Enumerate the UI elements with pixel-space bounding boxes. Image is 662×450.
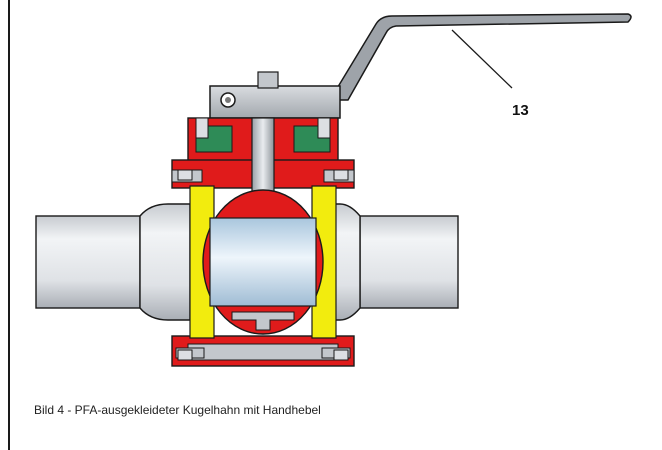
frame-left-border	[8, 0, 10, 450]
stem	[251, 117, 275, 195]
callout-label: 13	[512, 102, 529, 119]
hand-lever	[209, 13, 632, 119]
callout-leader-line	[451, 29, 513, 89]
pipe-left	[35, 203, 191, 321]
pipe-right	[329, 203, 459, 321]
valve-body-lower	[171, 335, 355, 367]
figure-caption: Bild 4 - PFA-ausgekleideter Kugelhahn mi…	[34, 403, 321, 417]
ball	[202, 189, 324, 335]
bolt	[177, 117, 349, 361]
seat-left	[189, 185, 215, 339]
